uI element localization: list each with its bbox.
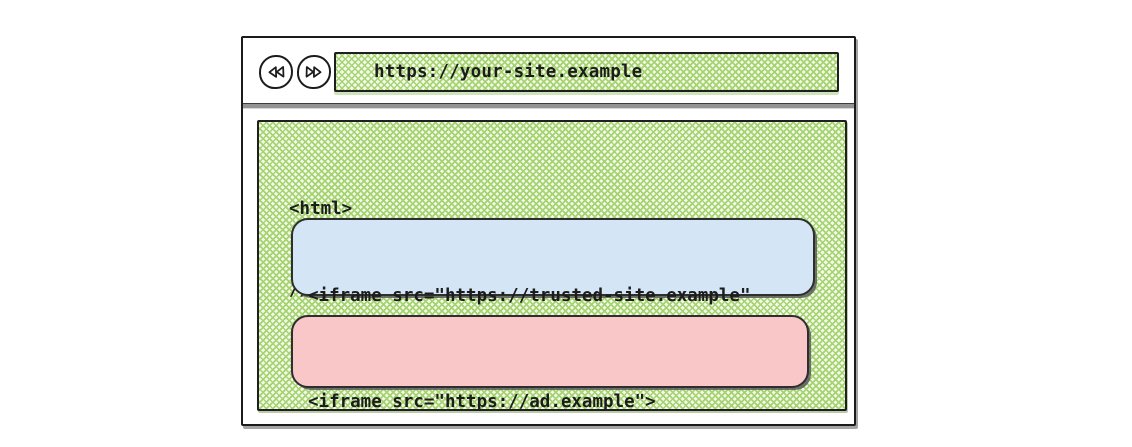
back-icon xyxy=(265,61,288,84)
address-bar[interactable]: https://your-site.example xyxy=(334,52,839,92)
forward-button[interactable] xyxy=(296,54,332,90)
back-button[interactable] xyxy=(258,54,294,90)
address-url: https://your-site.example xyxy=(374,62,643,82)
ad-iframe-box: <iframe src="https://ad.example"> xyxy=(291,315,809,412)
page-content: <html> // your-site.example code <iframe… xyxy=(257,120,847,412)
forward-icon xyxy=(303,61,326,84)
trusted-iframe-box: <iframe src="https://trusted-site.exampl… xyxy=(291,218,815,384)
code-html-open-tag: <html> xyxy=(289,199,353,219)
browser-toolbar: https://your-site.example xyxy=(243,38,854,103)
browser-window: https://your-site.example <html> // your… xyxy=(241,36,856,426)
toolbar-divider xyxy=(243,103,854,109)
trusted-iframe-code-line1: <iframe src="https://trusted-site.exampl… xyxy=(308,286,751,306)
ad-iframe-code-line1: <iframe src="https://ad.example"> xyxy=(308,392,656,412)
browser-viewport: <html> // your-site.example code <iframe… xyxy=(243,109,854,429)
